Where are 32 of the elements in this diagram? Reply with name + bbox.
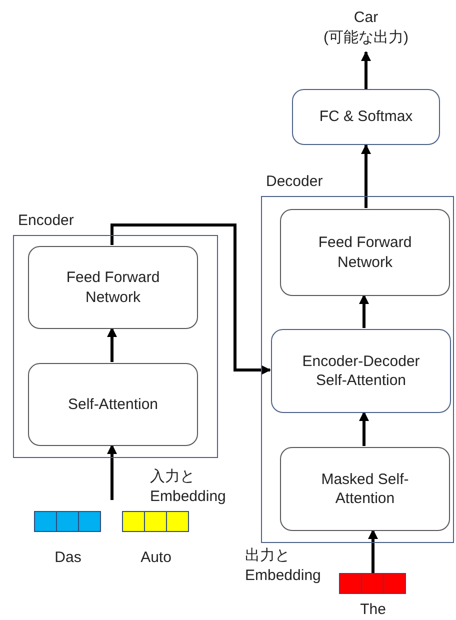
embedding-vector bbox=[123, 511, 189, 532]
box-label: Self-Attention bbox=[68, 394, 158, 414]
output-label: Car bbox=[354, 8, 378, 28]
arrow bbox=[106, 326, 118, 362]
box-label: Feed Forward Network bbox=[65, 268, 161, 307]
embedding-vector bbox=[340, 573, 406, 594]
arrow bbox=[358, 294, 370, 328]
group-heading: Encoder bbox=[18, 212, 74, 229]
output-label: (可能な出力) bbox=[324, 28, 408, 47]
process-box bbox=[28, 363, 198, 446]
arrow bbox=[360, 50, 372, 89]
process-box bbox=[271, 329, 451, 413]
process-box bbox=[292, 89, 440, 145]
embedding-label: 入力と Embedding bbox=[150, 467, 227, 506]
box-label: Masked Self-Attention bbox=[320, 470, 410, 508]
word-caption: The bbox=[359, 601, 387, 618]
arrow bbox=[368, 528, 378, 573]
arrow bbox=[360, 144, 372, 208]
word-caption: Das bbox=[54, 549, 82, 566]
box-label: Feed Forward Network bbox=[317, 233, 413, 272]
arrow bbox=[110, 224, 272, 376]
box-label: FC & Softmax bbox=[319, 107, 413, 127]
arrow bbox=[106, 444, 118, 500]
word-caption: Auto bbox=[140, 549, 172, 566]
arrow bbox=[358, 410, 370, 446]
box-label: Encoder-Decoder Self-Attention bbox=[301, 352, 421, 390]
embedding-label: 出力と Embedding bbox=[245, 546, 322, 585]
process-box bbox=[28, 246, 198, 329]
process-box bbox=[280, 447, 450, 531]
process-box bbox=[280, 209, 450, 296]
group-heading: Decoder bbox=[266, 173, 323, 190]
embedding-vector bbox=[35, 511, 101, 532]
